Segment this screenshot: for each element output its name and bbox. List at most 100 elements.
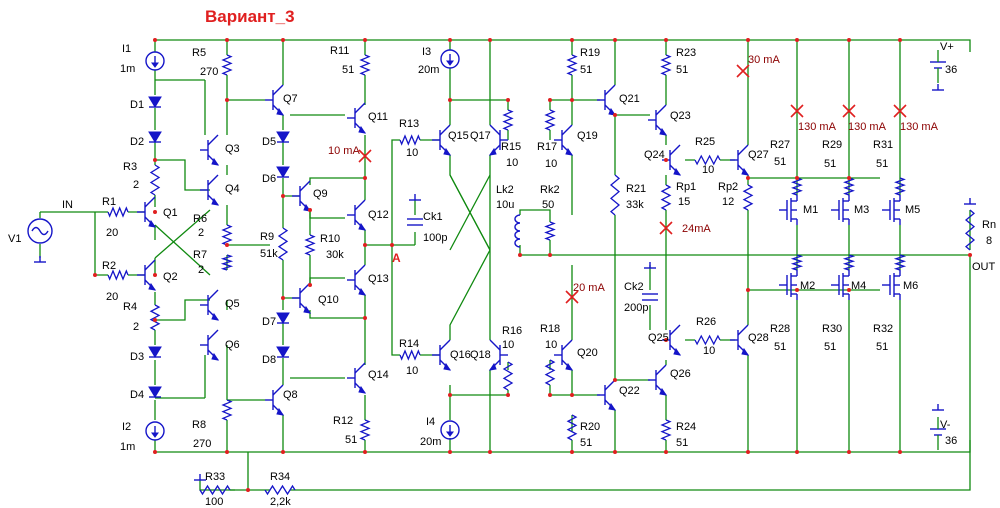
i4-current-source [440,420,460,440]
label-r16: R16 [502,325,522,337]
label-rp1: Rp1 [676,181,696,193]
r28-resistor [790,254,804,271]
q4-transistor [200,174,220,206]
label-r11v: 51 [342,64,354,76]
marker-130ma-2 [842,104,856,118]
r34-resistor [264,484,296,496]
vminus-ground-icon [932,404,944,411]
q28-transistor [730,324,750,356]
label-r33: R33 [205,471,225,483]
label-r29: R29 [822,139,842,151]
q24-transistor [662,144,682,176]
r9-resistor [277,227,289,261]
ck1-ground-icon [409,194,421,201]
annotation-c10: 10 mA [328,145,360,157]
vplus-battery [930,50,946,83]
junction-node [746,450,750,454]
label-r33v: 100 [205,496,223,508]
label-r14: R14 [399,338,419,350]
label-r30v: 51 [824,341,836,353]
label-i1v: 1m [120,63,135,75]
r1-resistor [107,206,129,218]
junction-node [363,38,367,42]
marker-24ma [659,221,673,235]
junction-node [548,393,552,397]
lk2-inductor [514,214,521,248]
label-r19: R19 [580,47,600,59]
r33-resistor [199,484,231,496]
d7-diode [276,312,290,324]
label-lk2: Lk2 [496,184,514,196]
r2-resistor [107,269,129,281]
junction-node [93,273,97,277]
ck2-capacitor [642,293,658,301]
junction-node [363,176,367,180]
label-d3: D3 [130,351,144,363]
ck2-ground-icon [644,262,656,269]
label-r7v: 2 [198,264,204,276]
d1-diode [148,96,162,108]
marker-10ma [358,149,372,163]
label-r17: R17 [537,141,557,153]
i3-current-source [440,49,460,69]
d3-diode [148,346,162,358]
label-rp1v: 15 [678,196,690,208]
label-q14: Q14 [368,369,389,381]
label-rnv: 8 [986,235,992,247]
junction-node [746,176,750,180]
junction-node [281,450,285,454]
label-i4: I4 [426,416,435,428]
label-r24v: 51 [676,437,688,449]
label-q5: Q5 [225,298,240,310]
m6-mosfet [882,270,901,300]
label-r32v: 51 [876,341,888,353]
label-r6v: 2 [198,227,204,239]
label-r8v: 270 [193,438,211,450]
label-q3: Q3 [225,143,240,155]
junction-node [795,450,799,454]
label-r29v: 51 [824,158,836,170]
label-q28: Q28 [748,332,769,344]
ck1-capacitor [407,218,423,226]
label-r27v: 51 [774,156,786,168]
label-vpv: 36 [945,64,957,76]
label-r3: R3 [123,161,137,173]
r15-resistor [502,109,514,131]
label-r26v: 10 [703,345,715,357]
annotation-c130a: 130 mA [798,121,837,133]
junction-node [153,273,157,277]
junction-node [664,338,668,342]
q3-transistor [200,134,220,166]
i1-current-source [145,51,165,71]
label-q26: Q26 [670,368,691,380]
label-r34: R34 [270,471,290,483]
label-q22: Q22 [619,385,640,397]
q5-transistor [200,289,220,321]
d5-diode [276,131,290,143]
r12-resistor [359,419,371,441]
i2-current-source [145,421,165,441]
d6-diode [276,166,290,178]
label-ck2v: 200p [624,302,648,314]
label-r31: R31 [873,139,893,151]
label-r32: R32 [873,323,893,335]
annotation-c130b: 130 mA [848,121,887,133]
junction-node [153,38,157,42]
label-q25: Q25 [648,332,669,344]
junction-node [448,98,452,102]
out-port-label: OUT [972,261,996,273]
r8-resistor [221,399,233,421]
label-r27: R27 [770,139,790,151]
junction-node [570,98,574,102]
junction-node [363,450,367,454]
rp1-resistor [660,184,672,211]
label-d2: D2 [130,136,144,148]
annotation-c24: 24mA [682,223,711,235]
label-q21: Q21 [619,93,640,105]
r30-resistor [842,254,856,271]
label-r13v: 10 [406,147,418,159]
label-r21v: 33k [626,199,644,211]
r4-resistor [149,304,161,331]
q2-transistor [137,259,157,291]
